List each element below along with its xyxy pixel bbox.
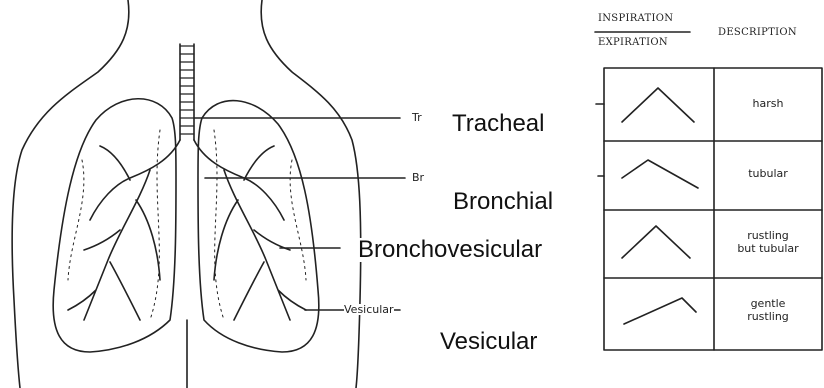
description-row-3: rustling but tubular: [718, 230, 818, 255]
description-text: rustling: [718, 230, 818, 243]
vesicular-label: Vesicular: [440, 330, 537, 354]
vesicular-small-label: Vesicular: [344, 304, 394, 315]
bronchial-tree-right: [194, 140, 306, 320]
tracheal-label: Tracheal: [452, 112, 544, 136]
header-inspiration: INSPIRATION: [598, 14, 673, 24]
description-text: but tubular: [718, 243, 818, 256]
vesicular-pattern: [624, 298, 696, 324]
bronchovesicular-label: Bronchovesicular: [358, 238, 542, 262]
description-text: rustling: [718, 311, 818, 324]
description-text: harsh: [718, 98, 818, 111]
header-description: DESCRIPTION: [718, 28, 797, 38]
tracheal-pattern: [622, 88, 694, 122]
left-lung-outline: [53, 99, 176, 352]
torso-outline: [12, 0, 129, 388]
bronchovesicular-pattern: [622, 226, 690, 258]
bronchial-pattern: [622, 160, 698, 188]
bronchial-tree-left: [68, 140, 180, 320]
right-lung-outline: [198, 101, 319, 352]
description-row-4: gentle rustling: [718, 298, 818, 323]
description-row-2: tubular: [718, 168, 818, 181]
tracheal-small-label: Tr: [412, 112, 422, 123]
description-row-1: harsh: [718, 98, 818, 111]
bronchial-label: Bronchial: [453, 190, 553, 214]
torso-outline-right: [261, 0, 361, 388]
description-text: gentle: [718, 298, 818, 311]
header-expiration: EXPIRATION: [598, 38, 668, 48]
bronchial-small-label: Br: [412, 172, 424, 183]
description-text: tubular: [718, 168, 818, 181]
